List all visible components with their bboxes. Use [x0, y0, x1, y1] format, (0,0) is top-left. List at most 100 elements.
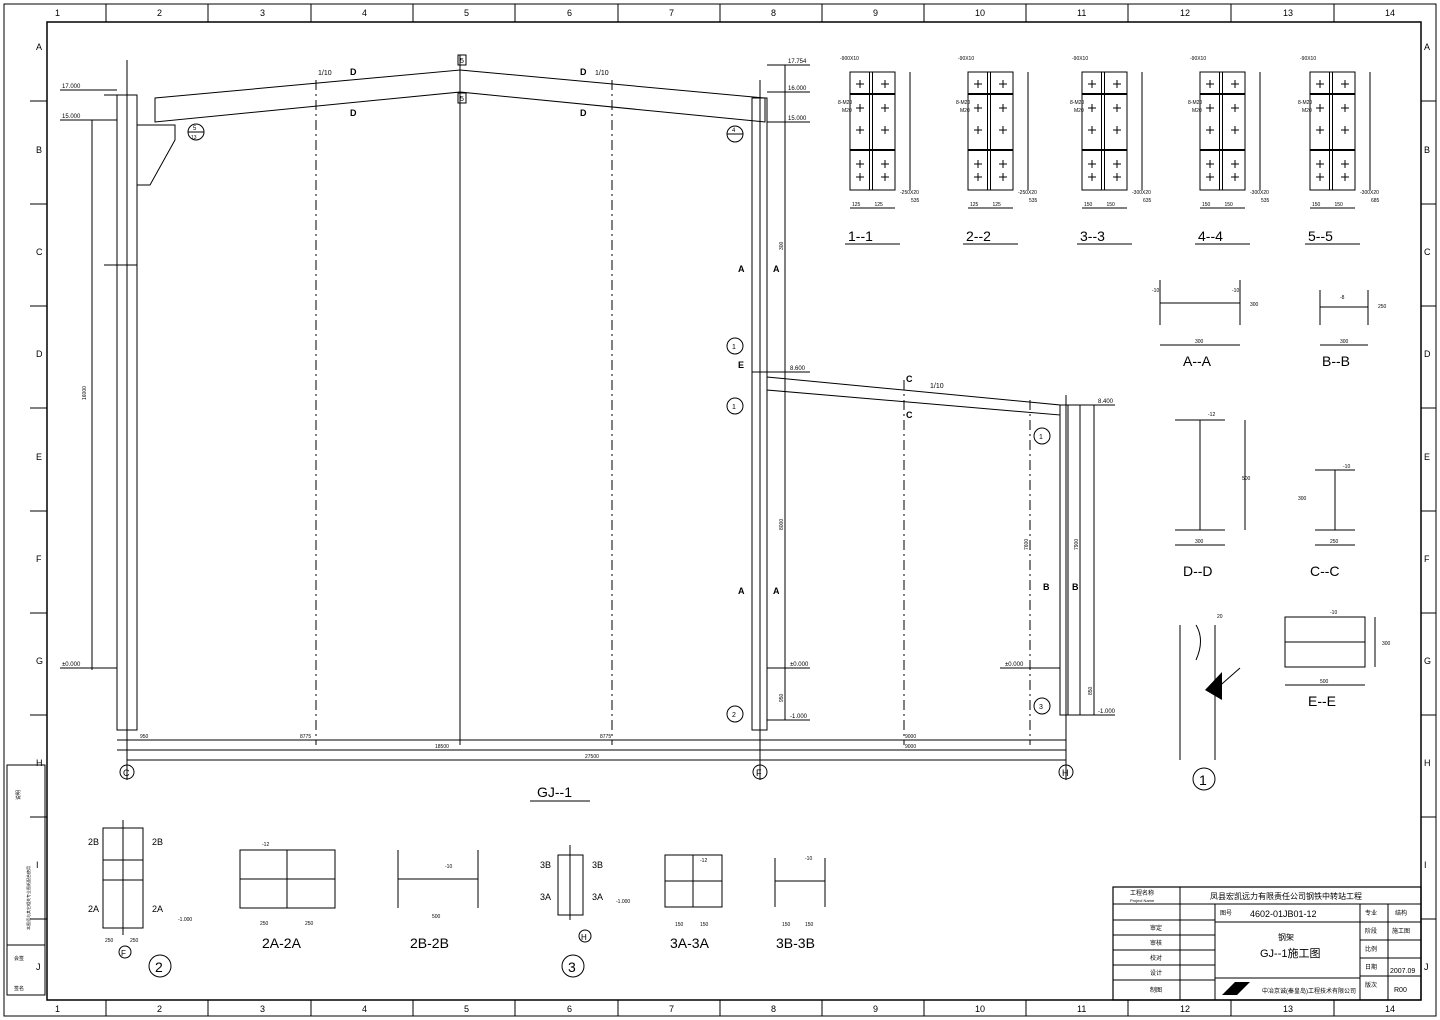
dim-col-right-2: 7900	[1074, 539, 1080, 550]
grid-col-bottom-4: 4	[362, 1004, 367, 1014]
grid-row-B: B	[36, 145, 42, 155]
grid-row-J: J	[36, 962, 41, 972]
joint-tag-1a: 1	[726, 337, 744, 355]
svg-text:500: 500	[1242, 476, 1251, 482]
discipline: 结构	[1395, 909, 1407, 917]
grid-row-right-C: C	[1424, 247, 1431, 257]
dim-col-mid-3: 950	[779, 693, 785, 702]
grid-col-bottom-8: 8	[771, 1004, 776, 1014]
detail-1: 60° 20 1	[1179, 614, 1241, 791]
role-1: 审定	[1150, 924, 1162, 932]
svg-text:-10: -10	[1343, 464, 1350, 470]
detail-2a-2a: -12 250 250 2A-2A	[239, 842, 336, 951]
grid-col-7: 7	[669, 8, 674, 18]
elev-left-eave: 15.000	[62, 114, 81, 120]
svg-text:535: 535	[911, 198, 920, 204]
low-rafter	[766, 376, 1061, 416]
svg-text:H: H	[1062, 768, 1069, 778]
svg-text:1: 1	[732, 344, 736, 351]
elev-mid-base: ±0.000	[790, 662, 809, 668]
svg-text:-12: -12	[1208, 412, 1215, 418]
svg-text:-300X20: -300X20	[1132, 190, 1151, 196]
drawing-no: 4602-01JB01-12	[1250, 909, 1317, 919]
section-3-label: 3--3	[1080, 228, 1105, 244]
section-c-c-label: C--C	[1310, 563, 1340, 579]
svg-text:300: 300	[1195, 539, 1204, 545]
main-frame-gj1: 17.000 15.000 ±0.000 17.754 16.000 15.00…	[60, 54, 1116, 802]
grid-row-F: F	[36, 554, 42, 564]
svg-text:本图须与其它相关专业图纸配合使用: 本图须与其它相关专业图纸配合使用	[25, 866, 31, 930]
section-d-d-label: D--D	[1183, 563, 1213, 579]
grid-row-right-E: E	[1424, 452, 1430, 462]
section-mark-b1: B	[1043, 582, 1050, 592]
grid-col-bottom-1: 1	[55, 1004, 60, 1014]
section-b-b-label: B--B	[1322, 353, 1350, 369]
dim-overall-2: 27500	[585, 754, 599, 760]
svg-text:-10: -10	[1152, 288, 1159, 294]
svg-text:-10: -10	[805, 856, 812, 862]
svg-text:150: 150	[1202, 202, 1211, 208]
role-5: 制图	[1150, 986, 1162, 994]
section-mark-e: E	[738, 360, 744, 370]
grid-col-bottom-7: 7	[669, 1004, 674, 1014]
drawing-title: GJ--1施工图	[1260, 947, 1321, 960]
svg-text:-90X10: -90X10	[1072, 56, 1088, 62]
detail-2b-2b-label: 2B-2B	[410, 935, 449, 951]
svg-text:250: 250	[130, 938, 139, 944]
grid-col-9: 9	[873, 8, 878, 18]
svg-text:2A: 2A	[152, 904, 163, 914]
svg-text:8-M20: 8-M20	[1298, 100, 1312, 106]
grid-col-bottom-5: 5	[464, 1004, 469, 1014]
joint-tag-1b: 1	[726, 397, 744, 415]
detail-3a-3a: -12 150 150 3A-3A	[664, 854, 723, 951]
dim-overall-3: 9000	[905, 744, 916, 750]
detail-3b-3b-label: 3B-3B	[776, 935, 815, 951]
left-rafter	[154, 69, 461, 123]
section-mark-d4: D	[580, 108, 587, 118]
grid-row-E: E	[36, 452, 42, 462]
svg-text:-10: -10	[445, 864, 452, 870]
title-block: 工程名称 Project Name 凤县宏凯远力有限责任公司钢铁中转站工程 图号…	[1112, 886, 1422, 1001]
svg-text:5: 5	[460, 58, 464, 65]
grid-row-right-A: A	[1424, 42, 1430, 52]
svg-text:-12: -12	[700, 858, 707, 864]
section-a-a-label: A--A	[1183, 353, 1212, 369]
svg-text:4: 4	[732, 128, 736, 134]
grid-col-11: 11	[1077, 8, 1086, 18]
joint-tag-5: 5	[457, 54, 467, 66]
svg-text:150: 150	[1107, 202, 1116, 208]
section-mark-c1: C	[906, 374, 913, 384]
svg-text:250: 250	[260, 921, 269, 927]
svg-text:签名: 签名	[14, 985, 24, 992]
svg-text:8-M20: 8-M20	[1188, 100, 1202, 106]
role-2: 审核	[1150, 939, 1162, 947]
section-mark-b2: B	[1072, 582, 1079, 592]
dim-col-left: 16000	[82, 386, 88, 400]
svg-text:535: 535	[1261, 198, 1270, 204]
grid-col-8: 8	[771, 8, 776, 18]
joint-tag-5b: 5	[457, 92, 467, 104]
scale-label: 比例	[1365, 945, 1377, 953]
section-b-b: -8 300 250 B--B	[1319, 290, 1387, 369]
svg-text:300: 300	[1340, 339, 1349, 345]
svg-text:M20: M20	[960, 108, 970, 114]
svg-text:150: 150	[782, 922, 791, 928]
svg-text:3B: 3B	[592, 860, 603, 870]
svg-text:2B: 2B	[152, 837, 163, 847]
grid-row-right-H: H	[1424, 758, 1431, 768]
svg-text:M20: M20	[1192, 108, 1202, 114]
svg-text:C: C	[123, 768, 130, 778]
role-4: 设计	[1150, 969, 1162, 977]
svg-text:250: 250	[1378, 304, 1387, 310]
svg-text:150: 150	[700, 922, 709, 928]
dim-overall-1: 18500	[435, 744, 449, 750]
detail-3-label: 3	[568, 959, 576, 975]
grid-col-bottom-13: 13	[1283, 1004, 1293, 1014]
section-mark-c2: C	[906, 410, 913, 420]
